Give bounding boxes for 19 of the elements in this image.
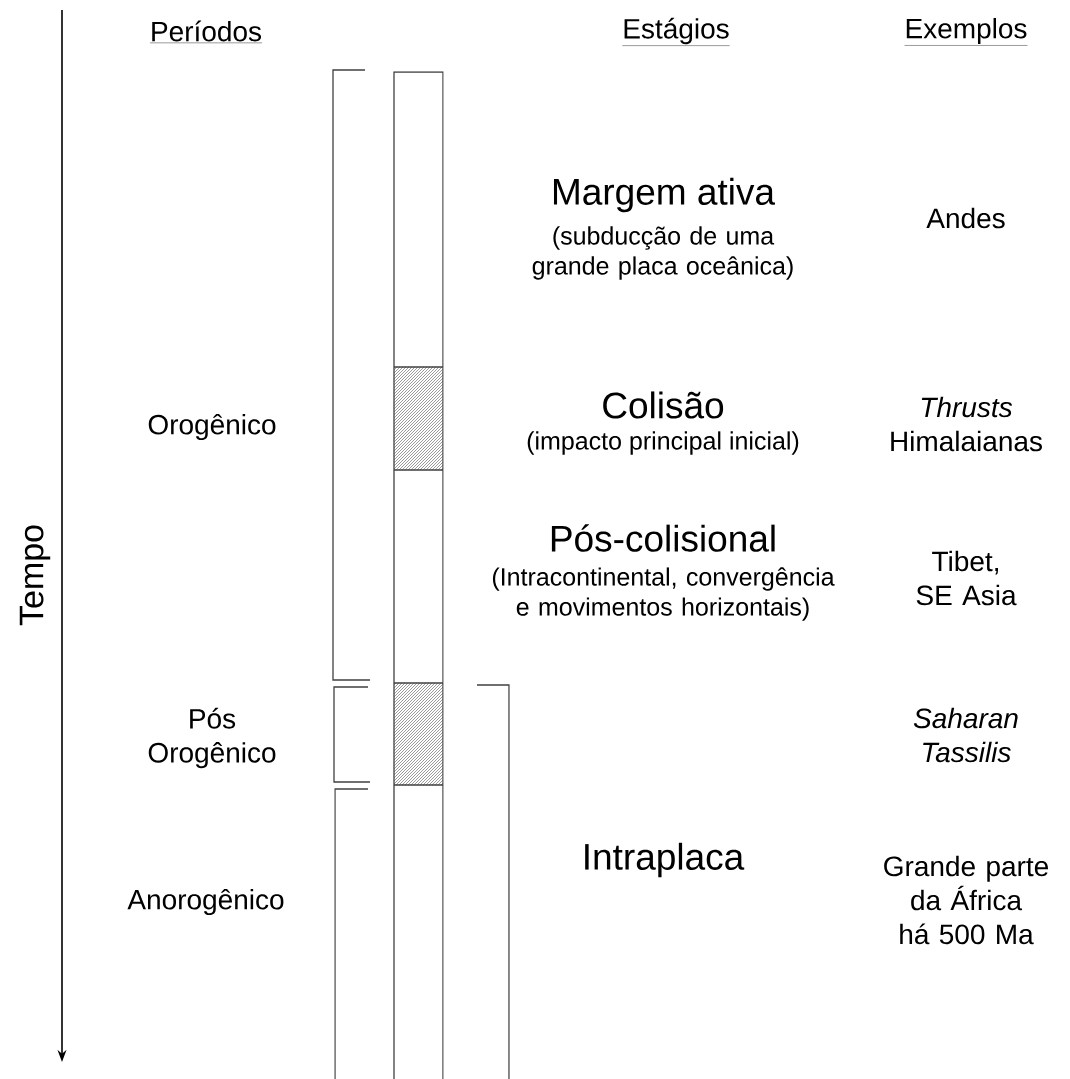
column-heading: Exemplos <box>904 17 1028 46</box>
example-label: Grande parte da África há 500 Ma <box>884 855 1048 945</box>
period-label: Anorogênico <box>127 888 284 916</box>
axis-label: Tempo <box>19 525 51 626</box>
period-label: Orogênico <box>148 413 276 441</box>
stage-title: Margem ativa <box>554 177 775 213</box>
stage-title: Pós-colisional <box>551 524 775 552</box>
stage-title: Intraplaca <box>585 842 745 878</box>
stage-description: (subducção de uma grande placa oceânica) <box>532 226 793 280</box>
stage-description: (impacto principal inicial) <box>527 431 799 455</box>
example-label: Saharan Tassilis <box>913 707 1018 763</box>
period-label: Pós Orogênico <box>148 707 276 769</box>
stage-description: (Intracontinental, convergência e movimentos horizontais) <box>492 567 835 621</box>
stage-title: Colisão <box>603 391 724 419</box>
example-label: Andes <box>926 207 1005 229</box>
example-label: Thrusts Himalaianas <box>891 396 1042 452</box>
column-heading: Períodos <box>149 20 263 44</box>
column-heading: Estágios <box>622 17 730 46</box>
example-label: Tibet, SE Asia <box>916 550 1017 606</box>
